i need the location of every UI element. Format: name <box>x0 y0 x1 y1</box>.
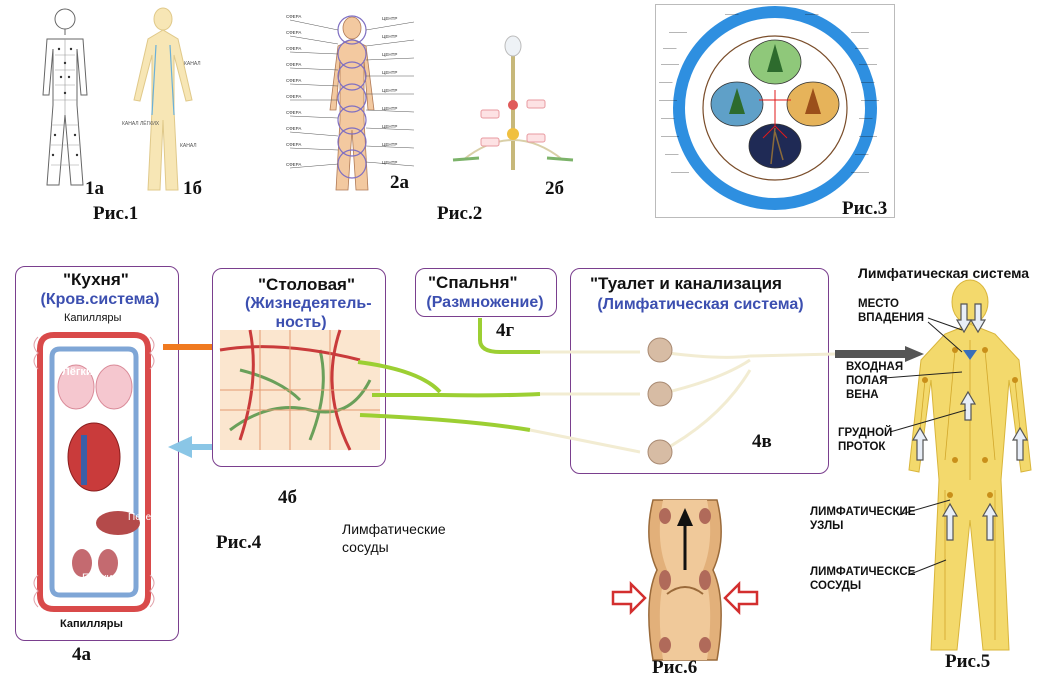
capillary-network-diagram <box>219 329 380 451</box>
svg-text:————: ———— <box>861 98 880 103</box>
svg-text:ЦЕНТР: ЦЕНТР <box>382 142 397 147</box>
svg-text:———: ——— <box>661 116 675 121</box>
panel-kitchen-subtitle: (Кров.система) <box>40 291 160 308</box>
svg-text:———: ——— <box>855 152 869 157</box>
svg-text:СФЕРА: СФЕРА <box>286 62 301 67</box>
svg-text:———: ——— <box>805 12 819 17</box>
fig2b-label: 2б <box>545 178 564 199</box>
panel-dining-subtitle: (Жизнедеятель- ность) <box>245 295 372 331</box>
fig4a-label: 4а <box>72 644 91 665</box>
fig2a-label: 2а <box>390 172 409 193</box>
capillaries-top-caption: Капилляры <box>64 312 122 324</box>
energy-centers-figure-2a: СФЕРА СФЕРА СФЕРА СФЕРА СФЕРА СФЕРА СФЕРА СФЕРА… <box>286 14 415 191</box>
svg-text:СФЕРА: СФЕРА <box>286 46 301 51</box>
svg-text:СФЕРА: СФЕРА <box>286 162 301 167</box>
svg-text:————: ———— <box>851 170 870 175</box>
svg-text:ЦЕНТР: ЦЕНТР <box>382 124 397 129</box>
circulatory-system-diagram <box>33 332 155 612</box>
fig6-label: Рис.6 <box>652 657 698 678</box>
inflow-site-label: МЕСТО ВПАДЕНИЯ <box>858 298 925 324</box>
svg-text:ЦЕНТР: ЦЕНТР <box>382 70 397 75</box>
fig1b-label: 1б <box>183 178 202 199</box>
vena-cava-label: ВХОДНАЯ ПОЛАЯ ВЕНА <box>846 361 904 401</box>
svg-text:———: ——— <box>665 152 679 157</box>
kidneys-label: Почки <box>82 572 113 584</box>
fig1-label: Рис.1 <box>93 203 139 224</box>
fig3-label: Рис.3 <box>842 198 888 219</box>
svg-text:———: ——— <box>725 12 739 17</box>
fig2-label: Рис.2 <box>437 203 483 224</box>
fig4g-label: 4г <box>496 320 515 341</box>
svg-text:СФЕРА: СФЕРА <box>286 94 301 99</box>
svg-text:————: ———— <box>659 98 678 103</box>
svg-text:ЦЕНТР: ЦЕНТР <box>382 106 397 111</box>
svg-text:СФЕРА: СФЕРА <box>286 142 301 147</box>
svg-text:ЦЕНТР: ЦЕНТР <box>382 160 397 165</box>
panel-kitchen-title: "Кухня" <box>63 270 129 289</box>
fig4-label: Рис.4 <box>216 532 262 553</box>
panel-bedroom-title: "Спальня" <box>428 273 518 292</box>
svg-text:————: ———— <box>851 30 870 35</box>
panel-bedroom-subtitle: (Размножение) <box>426 294 544 311</box>
svg-text:———: ——— <box>659 80 673 85</box>
svg-text:ЦЕНТР: ЦЕНТР <box>382 34 397 39</box>
lymphatic-body-figure <box>908 279 1032 651</box>
svg-text:СФЕРА: СФЕРА <box>286 78 301 83</box>
panel-toilet-title: "Туалет и канализация <box>590 274 782 293</box>
svg-text:ЦЕНТР: ЦЕНТР <box>382 52 397 57</box>
svg-text:————: ———— <box>859 134 878 139</box>
fig4b-label: 4б <box>278 487 297 508</box>
svg-text:———: ——— <box>663 46 677 51</box>
svg-text:КАНАЛ: КАНАЛ <box>180 143 197 149</box>
svg-text:СФЕРА: СФЕРА <box>286 14 301 19</box>
svg-text:————: ———— <box>661 134 680 139</box>
panel-toilet <box>570 268 829 474</box>
svg-text:СФЕРА: СФЕРА <box>286 126 301 131</box>
svg-text:————: ———— <box>859 62 878 67</box>
svg-text:КАНАЛ ЛЁГКИХ: КАНАЛ ЛЁГКИХ <box>122 120 160 127</box>
panel-bedroom <box>415 268 557 317</box>
fig1a-label: 1а <box>85 178 104 199</box>
svg-text:СФЕРА: СФЕРА <box>286 30 301 35</box>
svg-text:ЦЕНТР: ЦЕНТР <box>382 88 397 93</box>
fig5-label: Рис.5 <box>945 651 991 672</box>
lymph-vessels-caption: Лимфатические сосуды <box>342 521 446 555</box>
svg-text:———: ——— <box>861 80 875 85</box>
lymph-vessel-valve-diagram <box>611 499 759 661</box>
svg-text:————: ———— <box>661 62 680 67</box>
chakra-figure-2b <box>452 35 574 170</box>
lungs-label: Лёгкие <box>62 366 99 378</box>
panel-dining-title: "Столовая" <box>258 275 356 294</box>
svg-text:КАНАЛ: КАНАЛ <box>184 61 201 67</box>
svg-text:———: ——— <box>859 116 873 121</box>
meridian-figure-1b: КАНАЛ КАНАЛ ЛЁГКИХ КАНАЛ <box>122 7 201 191</box>
liver-label: Печень <box>128 512 162 523</box>
fig5-title: Лимфатическая система <box>858 265 1030 281</box>
panel-toilet-subtitle: (Лимфатическая система) <box>597 296 804 313</box>
biorhythm-clock: ———————————————————————————————— ———————… <box>659 6 880 210</box>
svg-text:————: ———— <box>671 170 690 175</box>
fig4v-label: 4в <box>752 431 772 452</box>
capillaries-bottom-caption: Капилляры <box>60 618 123 630</box>
acupuncture-figure-1a <box>42 8 88 186</box>
lymph-vessels-label: ЛИМФАТИЧЕСКСЕ СОСУДЫ <box>810 566 916 592</box>
lymph-nodes-label: ЛИМФАТИЧЕСКИЕ УЗЛЫ <box>810 506 916 532</box>
thoracic-duct-label: ГРУДНОЙ ПРОТОК <box>838 427 893 453</box>
svg-text:————: ———— <box>669 30 688 35</box>
svg-text:СФЕРА: СФЕРА <box>286 110 301 115</box>
svg-text:———: ——— <box>855 46 869 51</box>
svg-text:ЦЕНТР: ЦЕНТР <box>382 16 397 21</box>
